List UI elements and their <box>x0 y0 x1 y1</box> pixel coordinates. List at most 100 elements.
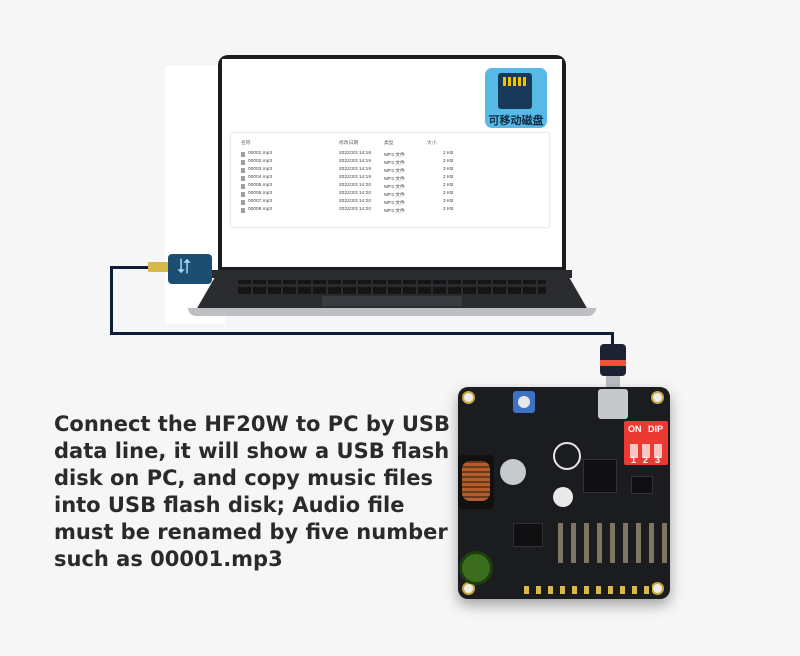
caption-line: Connect the HF20W to PC by USB <box>54 412 451 436</box>
usb-c-tip <box>606 376 620 388</box>
usb-c-port <box>598 389 628 419</box>
file-type: MP3 文件 <box>384 169 405 174</box>
usb-cable-segment <box>110 266 166 269</box>
potentiometer-knob <box>518 396 530 408</box>
file-name: 00007.mp3 <box>248 199 273 204</box>
file-type: MP3 文件 <box>384 193 405 198</box>
file-name: 00003.mp3 <box>248 167 273 172</box>
file-row[interactable]: 00001.mp3 2022/3/3 14:18 MP3 文件 2 KB <box>231 151 549 159</box>
file-row[interactable]: 00005.mp3 2022/3/3 14:20 MP3 文件 2 KB <box>231 183 549 191</box>
board-logo <box>553 442 581 470</box>
file-modified: 2022/3/3 14:19 <box>339 167 372 172</box>
caption-line: disk on PC, and copy music files <box>54 466 433 490</box>
dip-number-1: 1 <box>631 455 637 465</box>
dip-on-label: ON <box>628 424 642 434</box>
file-row[interactable]: 00006.mp3 2022/3/3 14:20 MP3 文件 2 KB <box>231 191 549 199</box>
file-list-window: 名称 修改日期 类型 大小 00001.mp3 2022/3/3 14:18 M… <box>231 133 549 227</box>
file-size: 2 KB <box>443 207 454 212</box>
column-header-modified[interactable]: 修改日期 <box>339 141 359 146</box>
usb-cable-segment <box>110 332 614 335</box>
file-modified: 2022/3/3 14:19 <box>339 175 372 180</box>
file-row[interactable]: 00004.mp3 2022/3/3 14:19 MP3 文件 2 KB <box>231 175 549 183</box>
copper-coil <box>462 461 490 501</box>
mounting-hole <box>651 582 664 595</box>
file-row[interactable]: 00003.mp3 2022/3/3 14:19 MP3 文件 3 KB <box>231 167 549 175</box>
file-type: MP3 文件 <box>384 161 405 166</box>
caption-line: must be renamed by five number <box>54 520 448 544</box>
file-size: 2 KB <box>443 151 454 156</box>
caption-line: into USB flash disk; Audio file <box>54 493 405 517</box>
file-type: MP3 文件 <box>384 153 405 158</box>
dip-number-3: 3 <box>655 455 661 465</box>
file-size: 2 KB <box>443 191 454 196</box>
file-icon <box>241 160 245 165</box>
usb-a-plug <box>168 254 212 284</box>
dip-slot <box>642 444 650 458</box>
keyboard-keys <box>238 280 546 294</box>
resistor-array <box>558 523 668 563</box>
file-modified: 2022/3/3 14:18 <box>339 151 372 156</box>
amplifier-chip <box>513 523 543 547</box>
file-name: 00002.mp3 <box>248 159 273 164</box>
usb-c-plug-band <box>600 360 626 366</box>
description-caption: Connect the HF20W to PC by USB data line… <box>54 411 451 573</box>
file-type: MP3 文件 <box>384 185 405 190</box>
file-name: 00008.mp3 <box>248 207 273 212</box>
usb-cable-segment <box>110 266 113 334</box>
file-modified: 2022/3/3 14:20 <box>339 199 372 204</box>
file-modified: 2022/3/3 14:20 <box>339 183 372 188</box>
file-modified: 2022/3/3 14:20 <box>339 191 372 196</box>
electrolytic-capacitor <box>459 551 493 585</box>
file-icon <box>241 192 245 197</box>
dip-number-2: 2 <box>643 455 649 465</box>
file-icon <box>241 208 245 213</box>
file-icon <box>241 184 245 189</box>
file-size: 3 KB <box>443 167 454 172</box>
smd-capacitor <box>500 459 526 485</box>
pin-header <box>524 586 652 594</box>
board-hole <box>553 487 573 507</box>
file-size: 2 KB <box>443 183 454 188</box>
file-name: 00005.mp3 <box>248 183 273 188</box>
caption-line: data line, it will show a USB flash <box>54 439 450 463</box>
file-modified: 2022/3/3 14:20 <box>339 207 372 212</box>
file-icon <box>241 152 245 157</box>
laptop-base-edge <box>188 308 596 316</box>
usb-cable-segment <box>611 332 614 346</box>
file-icon <box>241 168 245 173</box>
file-row[interactable]: 00007.mp3 2022/3/3 14:20 MP3 文件 3 KB <box>231 199 549 207</box>
file-row[interactable]: 00002.mp3 2022/3/3 14:19 MP3 文件 2 KB <box>231 159 549 167</box>
dip-label: DIP <box>648 424 664 434</box>
removable-disk-label: 可移动磁盘 <box>488 115 544 127</box>
mounting-hole <box>462 391 475 404</box>
laptop-hinge <box>212 270 572 278</box>
mounting-hole <box>651 391 664 404</box>
dip-slot <box>654 444 662 458</box>
file-size: 2 KB <box>443 159 454 164</box>
file-name: 00004.mp3 <box>248 175 273 180</box>
file-type: MP3 文件 <box>384 209 405 214</box>
file-name: 00006.mp3 <box>248 191 273 196</box>
file-row[interactable]: 00008.mp3 2022/3/3 14:20 MP3 文件 2 KB <box>231 207 549 215</box>
dip-slot <box>630 444 638 458</box>
file-type: MP3 文件 <box>384 177 405 182</box>
file-icon <box>241 176 245 181</box>
caption-line: such as 00001.mp3 <box>54 547 283 571</box>
file-modified: 2022/3/3 14:19 <box>339 159 372 164</box>
column-header-name[interactable]: 名称 <box>241 141 251 146</box>
file-icon <box>241 200 245 205</box>
small-chip <box>631 476 653 494</box>
sd-card-contacts <box>503 77 527 86</box>
file-type: MP3 文件 <box>384 201 405 206</box>
usb-icon: ⮃ <box>176 256 192 278</box>
file-size: 2 KB <box>443 175 454 180</box>
trackpad <box>322 296 462 306</box>
keyboard-row-divider <box>232 284 552 287</box>
column-header-size[interactable]: 大小 <box>427 141 437 146</box>
file-name: 00001.mp3 <box>248 151 273 156</box>
main-chip <box>583 459 617 493</box>
column-header-type[interactable]: 类型 <box>384 141 394 146</box>
file-size: 3 KB <box>443 199 454 204</box>
usb-a-connector <box>148 262 170 272</box>
